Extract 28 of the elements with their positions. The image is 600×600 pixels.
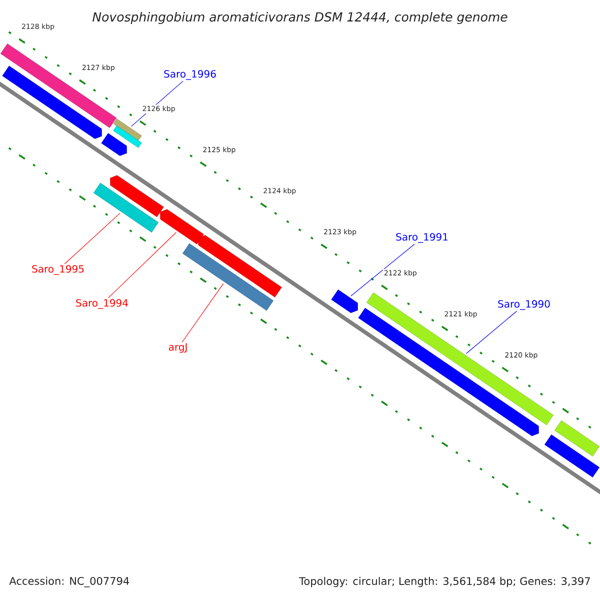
leader-line bbox=[64, 212, 120, 264]
title: Novosphingobium aromaticivorans DSM 12444, complete genome bbox=[92, 12, 508, 24]
gene-bar bbox=[160, 209, 204, 244]
leader-line bbox=[182, 283, 224, 342]
gene-bar bbox=[101, 133, 127, 156]
gene-bar bbox=[93, 182, 159, 233]
gene-bar bbox=[113, 126, 142, 148]
gene-bar bbox=[2, 66, 102, 139]
leader-line bbox=[350, 244, 415, 296]
leader-line bbox=[108, 232, 176, 298]
accession-text: Accession: NC_007794 bbox=[9, 576, 130, 588]
gene-bar bbox=[110, 175, 164, 218]
gene-bar bbox=[554, 420, 600, 456]
gene-label: Saro_1996 bbox=[164, 70, 216, 80]
genome-info-text: Topology: circular; Length: 3,561,584 bp; Genes: 3,397 bbox=[299, 576, 590, 588]
gene-bar bbox=[113, 118, 142, 141]
leader-line bbox=[466, 310, 518, 354]
gene-label: Saro_1991 bbox=[396, 233, 448, 243]
gene-bar bbox=[366, 292, 554, 426]
gene-bar bbox=[182, 243, 274, 311]
gene-label: Saro_1994 bbox=[76, 299, 128, 309]
gene-bar bbox=[331, 290, 358, 313]
gene-label: Saro_1990 bbox=[498, 300, 550, 310]
gene-bar bbox=[0, 44, 117, 128]
gene-bar bbox=[198, 235, 282, 298]
gene-label: Saro_1995 bbox=[32, 265, 84, 275]
gene-label: argJ bbox=[168, 343, 187, 353]
gene-bar bbox=[544, 434, 600, 478]
